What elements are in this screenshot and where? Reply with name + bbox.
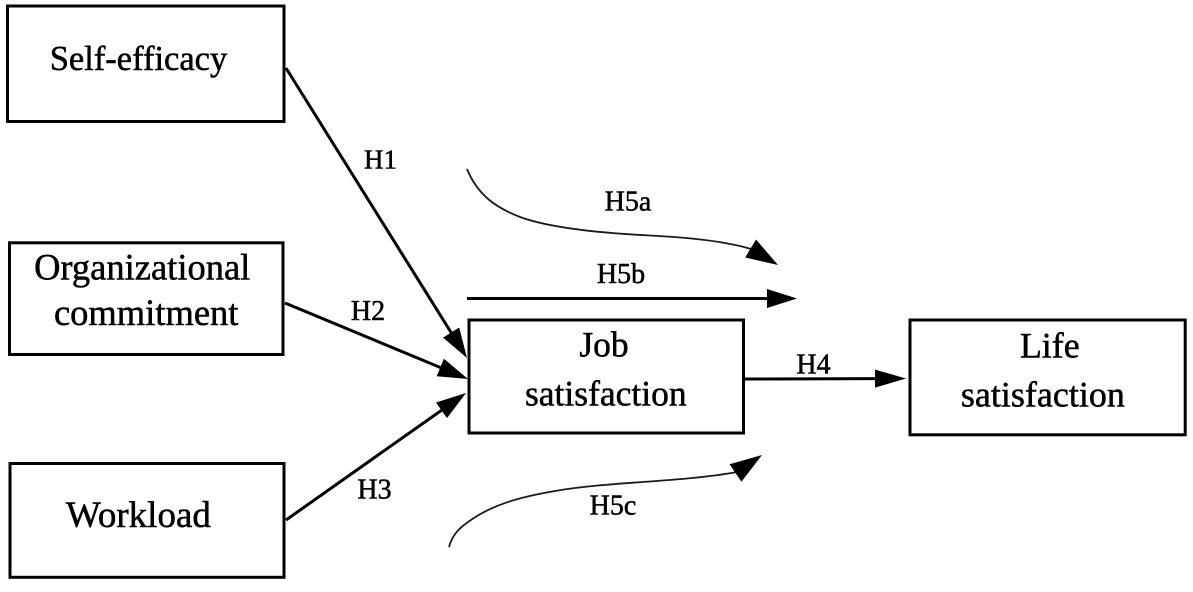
svg-text:Self-efficacy: Self-efficacy [50, 40, 228, 78]
svg-text:H3: H3 [357, 474, 391, 505]
svg-text:H5c: H5c [590, 491, 637, 522]
svg-text:satisfaction: satisfaction [961, 374, 1125, 414]
svg-text:H5a: H5a [605, 186, 652, 217]
svg-text:H5b: H5b [597, 259, 645, 290]
svg-text:satisfaction: satisfaction [525, 374, 687, 414]
svg-text:H4: H4 [796, 350, 830, 381]
svg-text:Life: Life [1020, 325, 1080, 365]
svg-text:H2: H2 [351, 296, 385, 327]
svg-text:H1: H1 [364, 145, 397, 175]
svg-text:Organizational: Organizational [34, 247, 250, 288]
svg-text:Workload: Workload [66, 495, 211, 536]
svg-text:commitment: commitment [54, 292, 239, 333]
svg-text:Job: Job [579, 325, 628, 365]
